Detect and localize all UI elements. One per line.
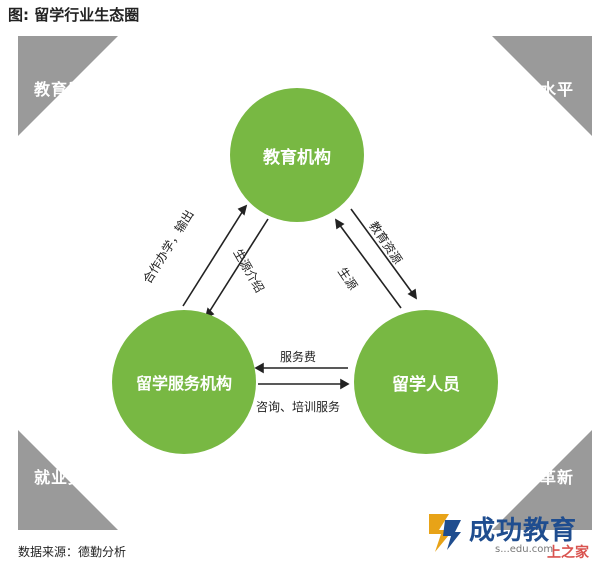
logo-badge: 上之家 xyxy=(547,545,589,561)
corner-bottom-right: 技术革新 xyxy=(505,468,574,487)
watermark-logo: 成功教育 s...edu.com 上之家 xyxy=(425,510,605,566)
node-study-abroad-service: 留学服务机构 xyxy=(112,310,256,454)
edge-label-consulting: 咨询、培训服务 xyxy=(256,400,341,414)
corner-top-left: 教育質量 xyxy=(34,80,103,99)
source-note: 数据来源：德勤分析 xyxy=(18,545,127,559)
figure-title: 图: 留学行业生态圈 xyxy=(8,6,140,24)
corner-top-right: 经济水平 xyxy=(505,80,574,99)
edge-label-service-fee: 服务费 xyxy=(280,350,317,364)
corner-bottom-left: 就业竞争 xyxy=(34,468,103,487)
node-education-institution: 教育机构 xyxy=(230,88,364,222)
ecosystem-frame: 教育質量 经济水平 就业竞争 技术革新 教育机构 留学服务机构 留学人员 合作办… xyxy=(18,36,592,530)
logo-mark-icon xyxy=(429,514,461,552)
logo-url: s...edu.com xyxy=(495,544,554,555)
logo-name: 成功教育 xyxy=(469,516,578,546)
node-students: 留学人员 xyxy=(354,310,498,454)
